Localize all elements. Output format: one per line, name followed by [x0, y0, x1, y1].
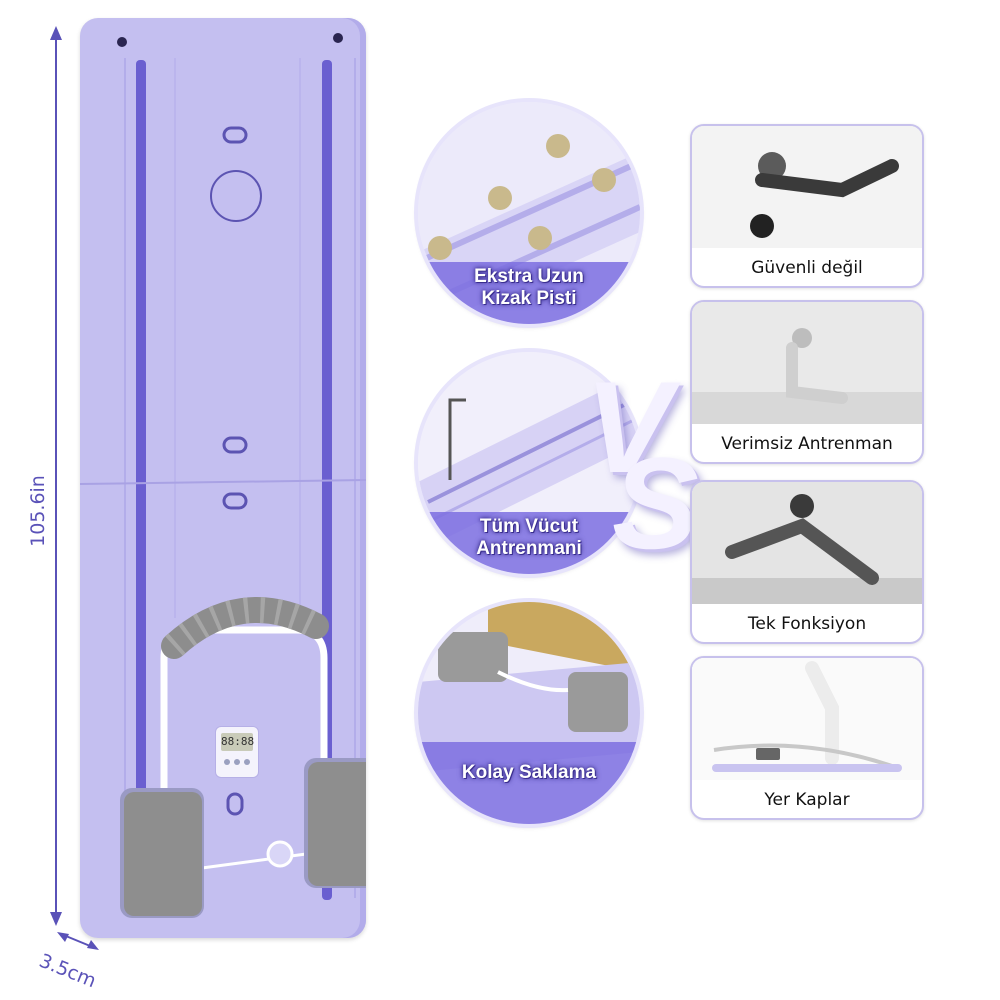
feature-label: Tüm Vücut Antrenmani	[418, 516, 640, 560]
compare-label: Güvenli değil	[751, 258, 863, 278]
lcd-button	[234, 759, 240, 765]
feature-full-body: Tüm Vücut Antrenmani	[418, 352, 640, 574]
compare-label: Verimsiz Antrenman	[721, 434, 893, 454]
rail-closeup-image	[418, 352, 640, 574]
feature-label-line: Kizak Pisti	[481, 288, 577, 309]
feature-label-line: Ekstra Uzun	[474, 266, 584, 287]
depth-dimension-arrow	[57, 932, 99, 950]
takes-space-photo	[692, 658, 922, 780]
height-dimension-arrow	[50, 26, 62, 926]
lcd-counter: 88:88	[215, 726, 259, 778]
height-label: 105.6in	[27, 471, 49, 551]
feature-long-track: Ekstra Uzun Kizak Pisti	[418, 102, 640, 324]
unsafe-exercise-photo	[692, 126, 922, 248]
inefficient-exercise-photo	[692, 302, 922, 424]
board-details	[80, 33, 366, 918]
compare-card-unsafe: Güvenli değil	[690, 124, 924, 288]
compare-card-takes-space: Yer Kaplar	[690, 656, 924, 820]
lcd-button	[224, 759, 230, 765]
feature-easy-storage: Kolay Saklama	[418, 602, 640, 824]
feature-label-line: Tüm Vücut	[479, 516, 579, 537]
feature-label: Kolay Saklama	[418, 762, 640, 784]
person-silhouette-icon	[692, 482, 922, 604]
person-silhouette-icon	[692, 126, 922, 248]
compare-card-single-function: Tek Fonksiyon	[690, 480, 924, 644]
machine-silhouette-icon	[692, 658, 922, 780]
lcd-display: 88:88	[221, 733, 254, 751]
single-function-photo	[692, 482, 922, 604]
storage-closeup-image	[418, 602, 640, 824]
vs-letter-s: S	[612, 430, 699, 576]
compare-label: Tek Fonksiyon	[747, 614, 867, 634]
feature-label-line: Antrenmani	[476, 538, 582, 559]
lcd-button	[244, 759, 250, 765]
person-silhouette-icon	[692, 302, 922, 424]
track-closeup-image	[418, 102, 640, 324]
compare-card-inefficient: Verimsiz Antrenman	[690, 300, 924, 464]
compare-label: Yer Kaplar	[764, 790, 850, 810]
feature-label-line: Kolay Saklama	[461, 762, 597, 783]
vs-letter-v: V	[585, 354, 672, 500]
pilates-board: 88:88	[80, 18, 366, 938]
feature-label: Ekstra Uzun Kizak Pisti	[418, 266, 640, 310]
